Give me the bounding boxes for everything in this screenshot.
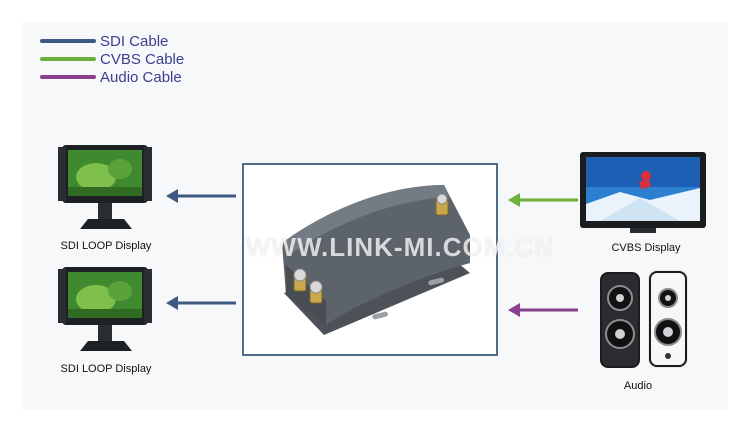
watermark-text: WWW.LINK-MI.COM.CN <box>245 232 555 262</box>
cvbs-cable-swatch <box>40 57 96 61</box>
caption-speakers: Audio <box>623 380 653 392</box>
flat-tv-icon <box>580 152 706 233</box>
audio-cable-swatch <box>40 75 96 79</box>
cvbs-arrow <box>508 193 578 207</box>
legend-item-cvbs: CVBS Cable <box>40 50 184 68</box>
caption-monitor-bottom: SDI LOOP Display <box>60 363 152 375</box>
legend-label: SDI Cable <box>100 32 169 50</box>
sdi-arrow-bottom <box>166 296 236 310</box>
legend-label: Audio Cable <box>100 68 182 86</box>
legend-item-sdi: SDI Cable <box>40 32 168 50</box>
audio-arrow <box>508 303 578 317</box>
legend-label: CVBS Cable <box>100 50 185 68</box>
caption-monitor-top: SDI LOOP Display <box>60 240 152 252</box>
sdi-monitor-icon <box>58 145 152 229</box>
legend-item-audio: Audio Cable <box>40 68 182 86</box>
sdi-arrow-top <box>166 189 236 203</box>
converter-device-icon <box>282 185 470 335</box>
speaker-pair-icon <box>600 270 688 368</box>
sdi-cable-swatch <box>40 39 96 43</box>
caption-tv: CVBS Display <box>611 242 681 254</box>
sdi-monitor-icon <box>58 267 152 351</box>
